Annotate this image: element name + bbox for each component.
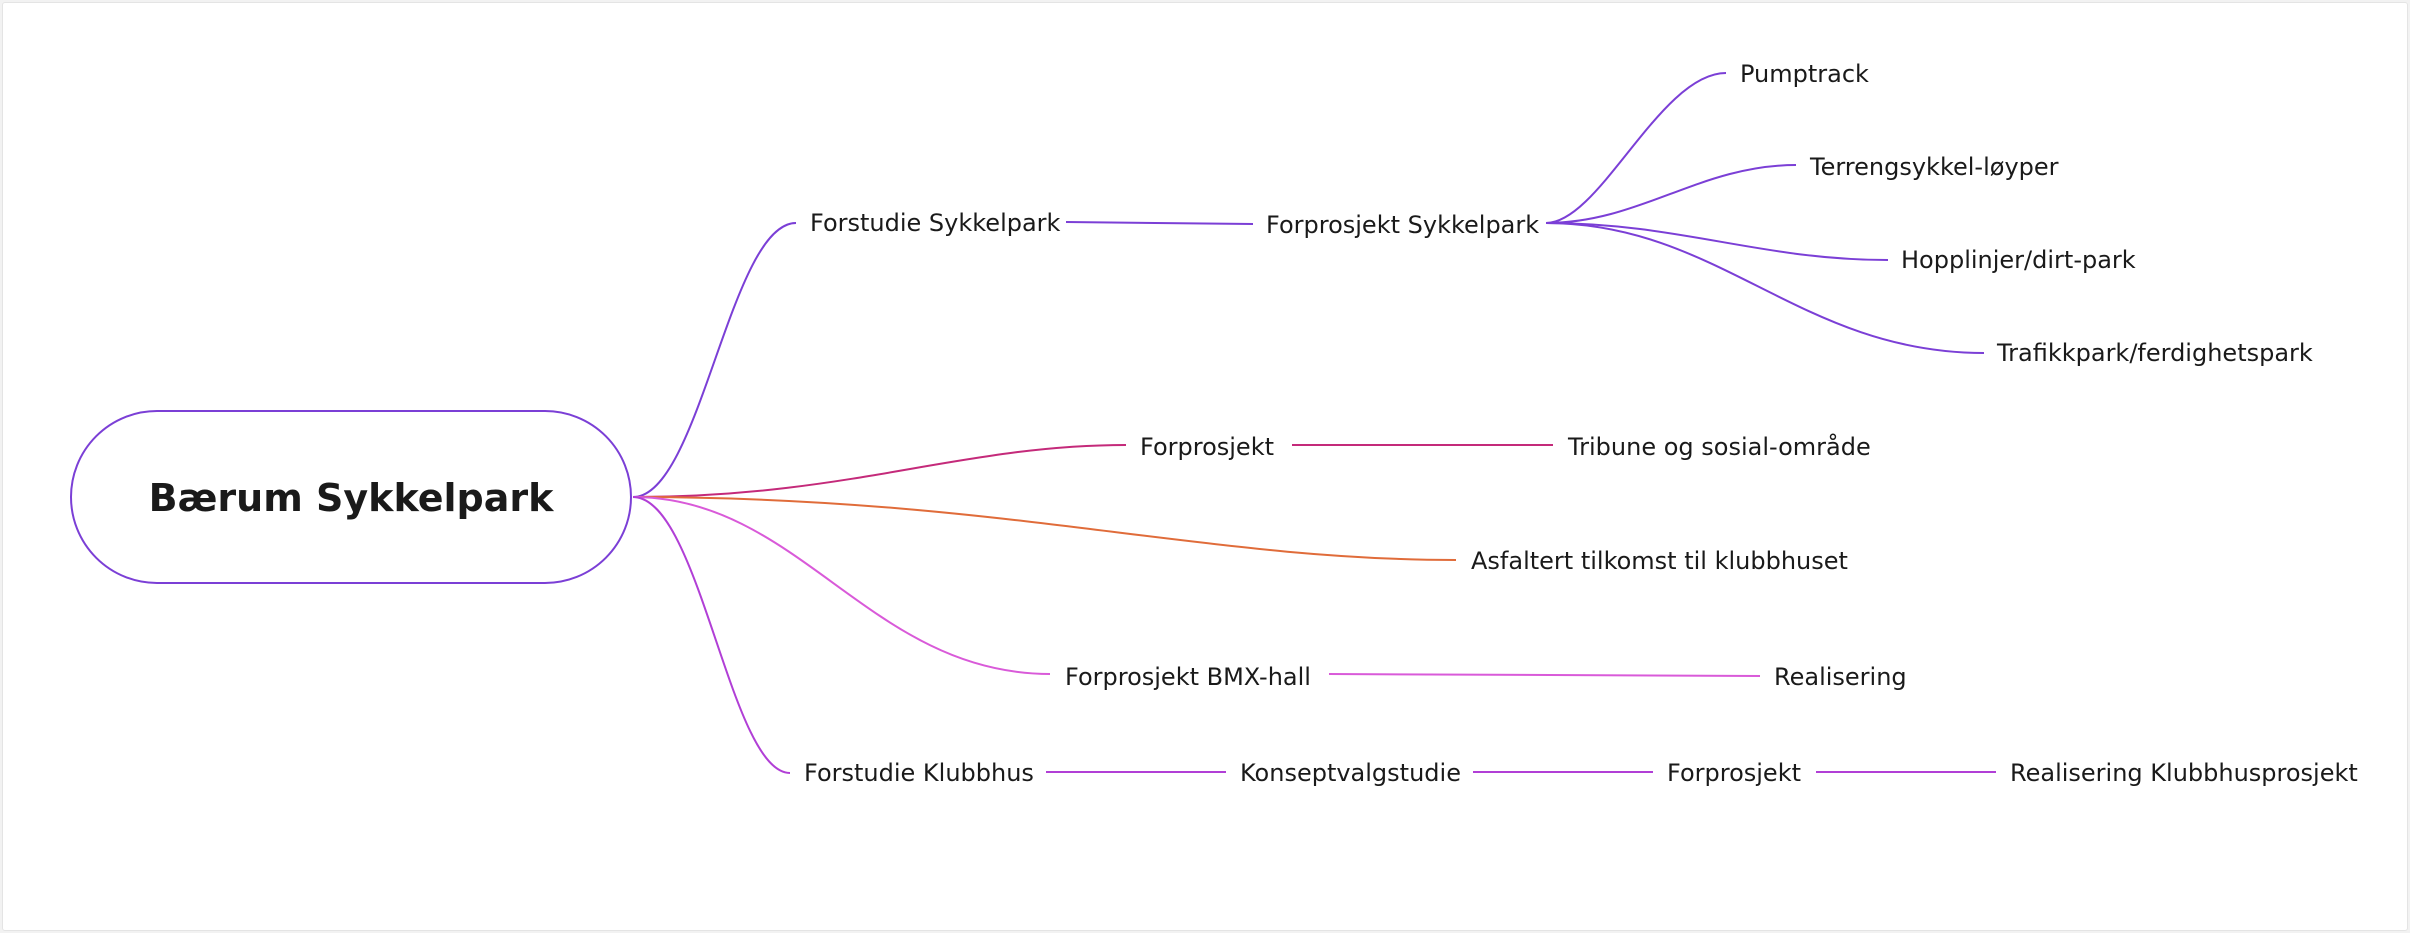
edge-to-trafikkpark	[1545, 222, 1985, 354]
node-forprosjekt[interactable]: Forprosjekt	[1140, 433, 1274, 461]
node-forstudie-sykkelpark[interactable]: Forstudie Sykkelpark	[810, 209, 1061, 237]
node-realisering[interactable]: Realisering	[1774, 663, 1907, 691]
node-pumptrack[interactable]: Pumptrack	[1740, 60, 1869, 88]
edge-bmx-realisering	[1328, 673, 1761, 677]
node-labels: Forstudie Sykkelpark Forprosjekt Sykkelp…	[804, 60, 2358, 787]
edge-forstudie-forprosjekt-sykkelpark	[1065, 221, 1254, 225]
node-terrengsykkel-loyper[interactable]: Terrengsykkel-løyper	[1809, 153, 2059, 181]
node-realisering-klubbhusprosjekt[interactable]: Realisering Klubbhusprosjekt	[2010, 759, 2358, 787]
node-asfaltert-tilkomst[interactable]: Asfaltert tilkomst til klubbhuset	[1471, 547, 1848, 575]
node-trafikkpark[interactable]: Trafikkpark/ferdighetspark	[1996, 339, 2313, 367]
node-hopplinjer[interactable]: Hopplinjer/dirt-park	[1901, 246, 2136, 274]
node-tribune[interactable]: Tribune og sosial-område	[1567, 432, 1871, 461]
edge-root-forprosjekt	[632, 444, 1127, 498]
node-forprosjekt-klubbhus[interactable]: Forprosjekt	[1667, 759, 1801, 787]
node-forprosjekt-sykkelpark[interactable]: Forprosjekt Sykkelpark	[1266, 211, 1539, 239]
root-node[interactable]: Bærum Sykkelpark	[70, 410, 632, 584]
edge-to-pumptrack	[1545, 72, 1727, 224]
node-forstudie-klubbhus[interactable]: Forstudie Klubbhus	[804, 759, 1034, 787]
edge-root-asfaltert	[632, 496, 1457, 561]
edge-to-terrengsykkel	[1545, 164, 1797, 224]
root-node-label: Bærum Sykkelpark	[149, 476, 554, 520]
edge-root-forprosjekt-bmx	[632, 496, 1051, 675]
edge-to-hopplinjer	[1545, 222, 1889, 261]
node-forprosjekt-bmx-hall[interactable]: Forprosjekt BMX-hall	[1065, 663, 1311, 691]
edge-root-forstudie-sykkelpark	[632, 222, 797, 498]
edges	[632, 72, 1996, 774]
root-node-shape	[70, 410, 632, 584]
edge-root-forstudie-klubbhus	[632, 496, 791, 774]
node-konseptvalgstudie[interactable]: Konseptvalgstudie	[1240, 759, 1461, 787]
